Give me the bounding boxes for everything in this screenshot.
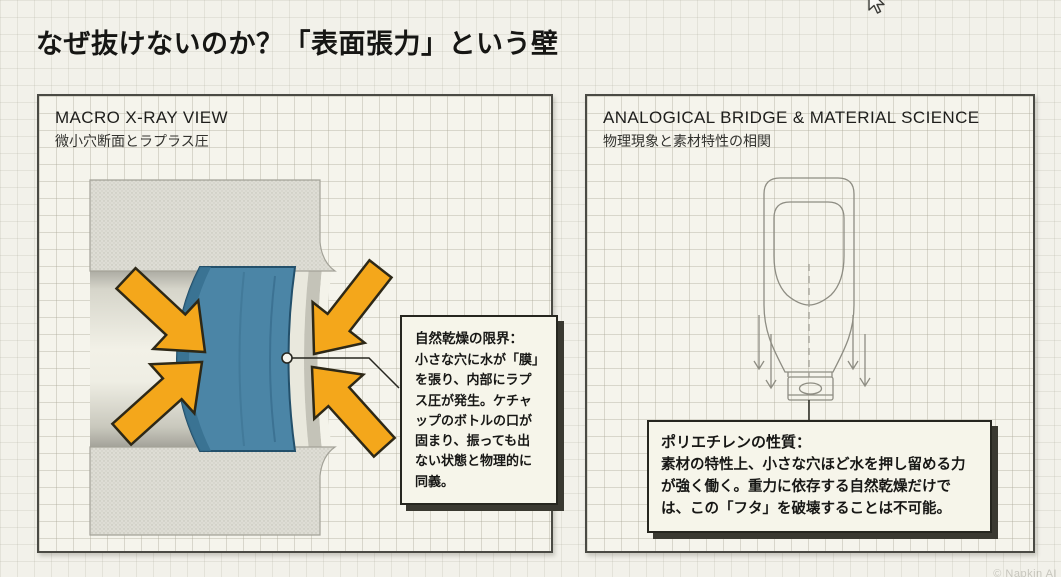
gravity-arrow: [859, 334, 871, 388]
left-panel-subtitle: 微小穴断面とラプラス圧: [55, 133, 209, 149]
page-title: なぜ抜けないのか？「表面張力」という壁: [36, 29, 559, 59]
left-panel-title: MACRO X-RAY VIEW: [55, 108, 228, 127]
laplace-point-marker: [281, 352, 293, 364]
bottle-label-outline: [773, 201, 845, 306]
pressure-arrow-upper-right: [311, 258, 394, 356]
pressure-arrow-upper-left: [114, 266, 207, 354]
panel-macro-xray: MACRO X-RAY VIEW 微小穴断面とラプラス圧: [37, 94, 558, 553]
leader-line: [292, 357, 400, 389]
water-texture-line: [238, 271, 245, 447]
neck-join: [787, 372, 833, 377]
bottle-outline: [763, 177, 855, 373]
pressure-arrow-lower-right: [310, 365, 397, 459]
pressure-arrows: [110, 258, 397, 459]
callout-natural-drying: 自然乾燥の限界： 小さな穴に水が「膜」を張り、内部にラプス圧が発生。ケチャップの…: [400, 315, 558, 505]
pressure-arrow-lower-left: [110, 360, 204, 447]
cap-nozzle-hole: [798, 382, 823, 395]
xray-illustration: [89, 179, 400, 536]
bottle-illustration: [753, 177, 871, 422]
bottle-cap: [787, 376, 834, 401]
gravity-arrow: [753, 315, 765, 371]
gravity-arrow: [765, 334, 777, 390]
panel-analogical-bridge: ANALOGICAL BRIDGE & MATERIAL SCIENCE 物理現…: [585, 94, 1035, 553]
watermark: © Napkin AI: [993, 568, 1057, 577]
callout-heading: ポリエチレンの性質：: [661, 434, 812, 451]
right-panel-subtitle: 物理現象と素材特性の相関: [603, 133, 771, 149]
mouse-cursor-icon: [868, 0, 885, 14]
water-texture-line: [269, 275, 276, 443]
meniscus-band: [288, 267, 309, 451]
material-block-bottom: [89, 446, 337, 536]
callout-body: 小さな穴に水が「膜」を張り、内部にラプス圧が発生。ケチャップのボトルの口が固まり…: [415, 352, 539, 489]
left-panel-header: MACRO X-RAY VIEW 微小穴断面とラプラス圧: [55, 108, 228, 151]
material-block-top: [89, 179, 337, 272]
right-panel-header: ANALOGICAL BRIDGE & MATERIAL SCIENCE 物理現…: [603, 108, 980, 151]
callout-heading: 自然乾燥の限界：: [415, 331, 523, 346]
callout-body: 素材の特性上、小さな穴ほど水を押し留める力が強く働く。重力に依存する自然乾燥だけ…: [661, 457, 966, 517]
gravity-arrow: [847, 315, 859, 371]
right-panel-title: ANALOGICAL BRIDGE & MATERIAL SCIENCE: [603, 108, 980, 127]
callout-polyethylene: ポリエチレンの性質： 素材の特性上、小さな穴ほど水を押し留める力が強く働く。重力…: [647, 420, 992, 534]
gravity-arrows: [753, 315, 871, 390]
